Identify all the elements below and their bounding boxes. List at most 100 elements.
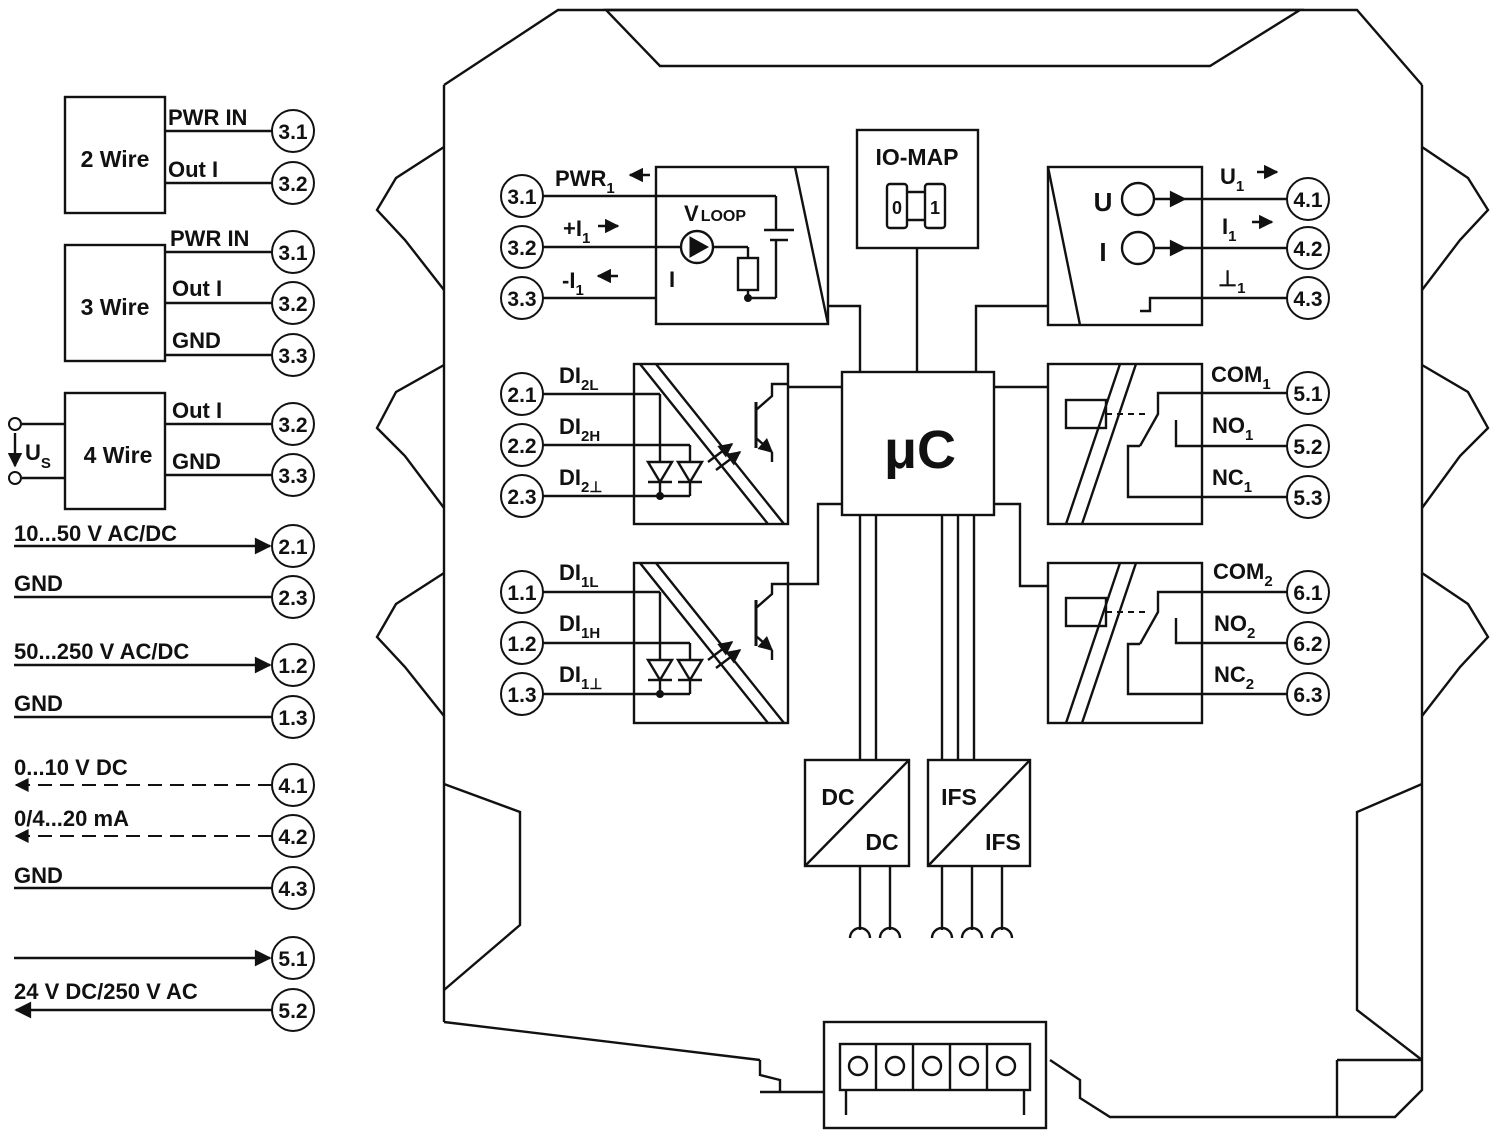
terminal-label: 2.3 bbox=[507, 486, 536, 509]
relay-2-block: COM2 NO2 NC2 6.1 6.2 6.3 bbox=[994, 502, 1330, 725]
dc-input-label: DC bbox=[821, 784, 854, 810]
terminal-5-3 bbox=[1286, 475, 1330, 519]
terminal-1-3 bbox=[500, 672, 544, 716]
terminal-label: 3.1 bbox=[278, 121, 308, 144]
nc1-label: NC1 bbox=[1212, 465, 1252, 496]
four-wire-label: 4 Wire bbox=[84, 442, 153, 468]
microcontroller: μC bbox=[840, 370, 996, 517]
terminal-label: 5.3 bbox=[1293, 487, 1322, 510]
supply-low-label: 10...50 V AC/DC bbox=[14, 521, 177, 546]
three-wire-box bbox=[63, 243, 167, 363]
terminal-label: 4.1 bbox=[1293, 189, 1323, 212]
terminal-label: 6.3 bbox=[1293, 684, 1322, 707]
two-wire-transmitter: 2 Wire PWR IN Out I 3.1 3.2 bbox=[63, 95, 315, 215]
ifs-input-label: IFS bbox=[941, 784, 977, 810]
terminal-5-2 bbox=[271, 988, 315, 1032]
terminal-label: 3.1 bbox=[278, 242, 308, 265]
terminal-2-3 bbox=[500, 474, 544, 518]
switch-position-1: 1 bbox=[930, 198, 940, 218]
terminal-4-1 bbox=[1286, 177, 1330, 221]
iplus-label: +I1 bbox=[563, 216, 590, 247]
four-wire-signal-1: Out I bbox=[172, 398, 222, 423]
terminal-1-2 bbox=[271, 643, 315, 687]
terminal-label: 3.3 bbox=[507, 288, 536, 311]
supply-low-voltage: 10...50 V AC/DC GND 2.1 2.3 bbox=[14, 521, 315, 619]
terminal-label: 4.2 bbox=[278, 826, 307, 849]
supply-terminal-minus bbox=[8, 471, 22, 485]
terminal-3-1 bbox=[271, 230, 315, 274]
relay-contact-wiring: 24 V DC/250 V AC 5.1 5.2 bbox=[14, 936, 315, 1032]
di2-gnd-label: DI2⊥ bbox=[559, 465, 602, 496]
supply-high-gnd: GND bbox=[14, 691, 63, 716]
terminal-4-2 bbox=[271, 814, 315, 858]
com1-label: COM1 bbox=[1211, 362, 1271, 393]
com2-label: COM2 bbox=[1213, 559, 1273, 590]
terminal-label: 5.2 bbox=[278, 1000, 307, 1023]
analog-output-gnd: GND bbox=[14, 863, 63, 888]
u1-label: U1 bbox=[1220, 164, 1244, 195]
four-wire-box bbox=[63, 391, 167, 511]
terminal-3-3 bbox=[271, 333, 315, 377]
di1-gnd-label: DI1⊥ bbox=[559, 662, 602, 693]
terminal-label: 3.2 bbox=[278, 173, 307, 196]
nc2-label: NC2 bbox=[1214, 662, 1254, 693]
terminal-label: 2.1 bbox=[507, 384, 537, 407]
relay-rating-label: 24 V DC/250 V AC bbox=[14, 979, 198, 1004]
supply-terminal-plus bbox=[8, 417, 22, 431]
supply-voltage-label: US bbox=[25, 440, 51, 472]
three-wire-signal-2: Out I bbox=[172, 276, 222, 301]
terminal-label: 4.3 bbox=[1293, 288, 1322, 311]
three-wire-signal-1: PWR IN bbox=[170, 226, 249, 251]
terminal-label: 4.1 bbox=[278, 775, 308, 798]
terminal-label: 3.2 bbox=[278, 293, 307, 316]
microcontroller-label: μC bbox=[884, 420, 956, 480]
di1l-label: DI1L bbox=[559, 560, 599, 591]
current-source-symbol: I bbox=[1099, 237, 1106, 267]
io-map-switch: IO-MAP 0 1 bbox=[855, 128, 980, 372]
terminal-label: 1.2 bbox=[278, 655, 307, 678]
terminal-label: 5.1 bbox=[1293, 383, 1323, 406]
pwr1-label: PWR1 bbox=[555, 166, 615, 197]
terminal-5-2 bbox=[1286, 424, 1330, 468]
terminal-5-1 bbox=[1286, 371, 1330, 415]
terminal-3-2 bbox=[271, 281, 315, 325]
four-wire-transmitter: 4 Wire US Out I GND 3.2 3.3 bbox=[7, 391, 315, 511]
three-wire-signal-3: GND bbox=[172, 328, 221, 353]
terminal-4-1 bbox=[271, 763, 315, 807]
supply-low-gnd: GND bbox=[14, 571, 63, 596]
terminal-label: 3.1 bbox=[507, 186, 537, 209]
two-wire-signal-2: Out I bbox=[168, 157, 218, 182]
terminal-label: 3.3 bbox=[278, 345, 307, 368]
no2-label: NO2 bbox=[1214, 611, 1255, 642]
gnd1-label: ⊥1 bbox=[1218, 266, 1246, 297]
terminal-label: 1.3 bbox=[278, 707, 307, 730]
two-wire-label: 2 Wire bbox=[81, 146, 150, 172]
two-wire-box bbox=[63, 95, 167, 215]
three-wire-transmitter: 3 Wire PWR IN Out I GND 3.1 3.2 3.3 bbox=[63, 226, 315, 377]
terminal-label: 4.3 bbox=[278, 878, 307, 901]
dc-output-label: DC bbox=[865, 829, 898, 855]
terminal-4-2 bbox=[1286, 226, 1330, 270]
terminal-3-1 bbox=[271, 109, 315, 153]
terminal-1-3 bbox=[271, 695, 315, 739]
terminal-label: 1.1 bbox=[507, 582, 537, 605]
terminal-label: 1.2 bbox=[507, 633, 536, 656]
current-source-label: I bbox=[669, 267, 675, 292]
terminal-label: 3.2 bbox=[507, 237, 536, 260]
terminal-label: 2.1 bbox=[278, 536, 308, 559]
terminal-3-3 bbox=[271, 453, 315, 497]
analog-output-wiring: 0...10 V DC 0/4...20 mA GND 4.1 4.2 4.3 bbox=[14, 755, 315, 910]
analog-output-block: U I U1 I1 ⊥1 4.1 4.2 4.3 bbox=[974, 164, 1330, 372]
terminal-1-1 bbox=[500, 570, 544, 614]
power-and-bus-converters: DC DC IFS IFS bbox=[803, 515, 1032, 939]
four-wire-signal-2: GND bbox=[172, 449, 221, 474]
switch-position-0: 0 bbox=[892, 198, 902, 218]
terminal-label: 1.3 bbox=[507, 684, 536, 707]
terminal-label: 4.2 bbox=[1293, 238, 1322, 261]
di2h-label: DI2H bbox=[559, 414, 600, 445]
terminal-label: 2.3 bbox=[278, 587, 307, 610]
terminal-label: 2.2 bbox=[507, 435, 536, 458]
